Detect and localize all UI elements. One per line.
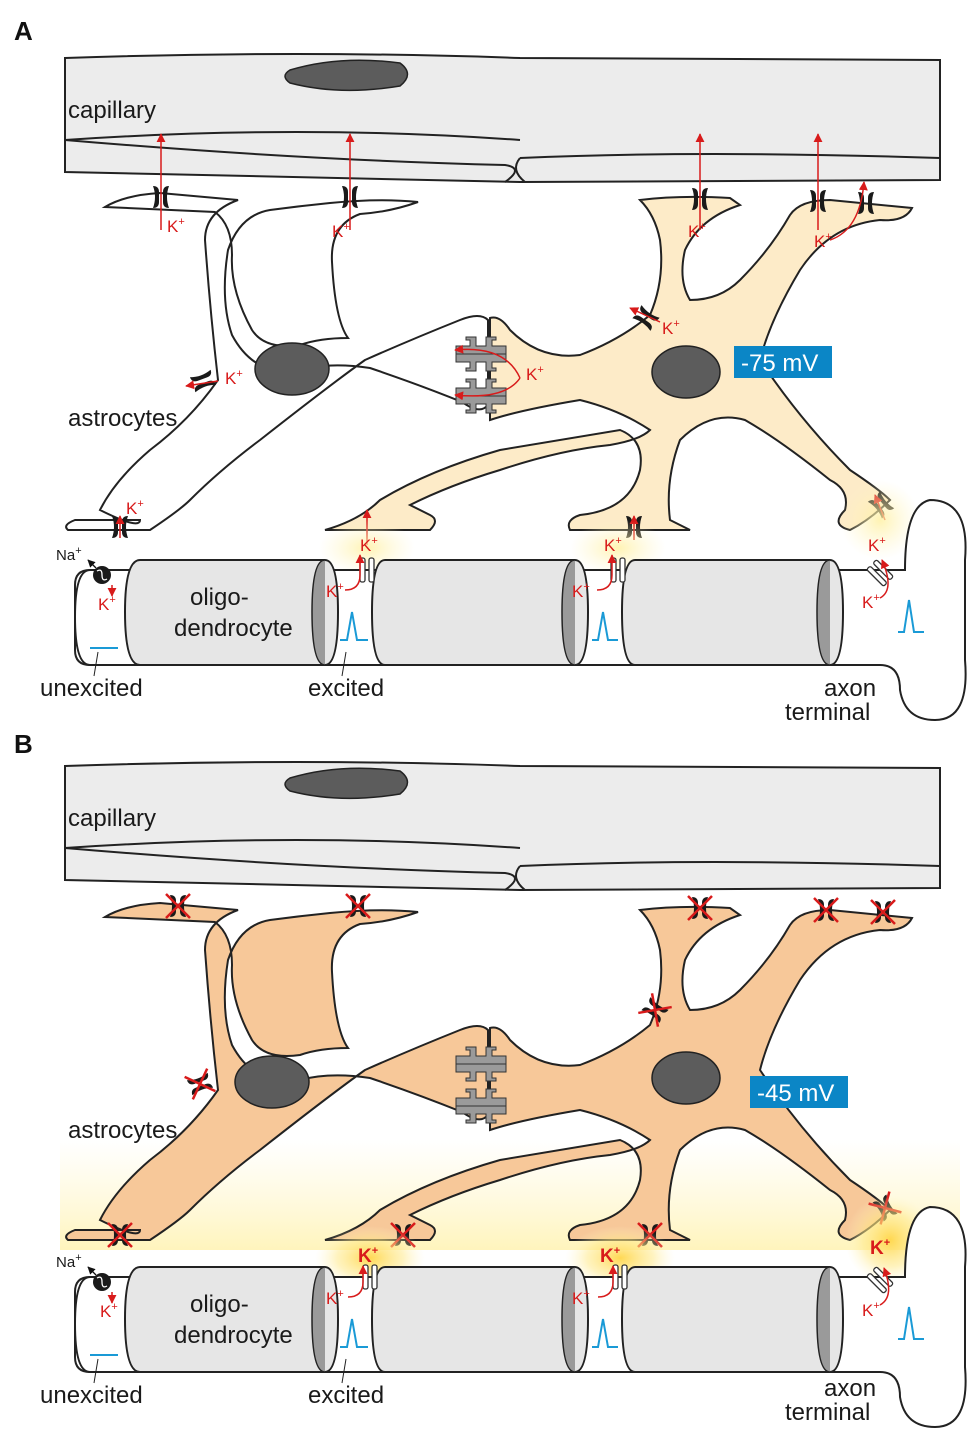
capillary-label-b: capillary: [68, 805, 156, 832]
k-label-2-a: K+: [332, 221, 350, 241]
axon-b: [73, 1205, 967, 1429]
capillary-label-a: capillary: [68, 97, 156, 124]
unexcited-label-a: unexcited: [40, 675, 143, 702]
na-label-b: Na+: [56, 1252, 82, 1271]
k-label-7-a: K+: [526, 364, 544, 384]
k-label-8-a: K+: [126, 498, 144, 518]
oligodendrocyte-label-2-a: dendrocyte: [174, 615, 293, 642]
oligodendrocyte-label-1-a: oligo-: [190, 584, 249, 611]
axon-a: [73, 498, 967, 722]
na-label-a: Na+: [56, 545, 82, 564]
k-label-15-a: K+: [862, 592, 880, 612]
astrocytes-label-a: astrocytes: [68, 405, 177, 432]
k-label-7-b: K+: [862, 1300, 880, 1320]
k-label-6-b: K+: [572, 1288, 590, 1308]
panel-a: A capillary -75 mV astrocytes: [14, 16, 967, 726]
voltage-label-b: -45 mV: [757, 1080, 834, 1107]
astrocyte-nucleus-left-a: [254, 342, 330, 396]
voltage-label-a: -75 mV: [741, 350, 818, 377]
k-label-4-a: K+: [814, 231, 832, 251]
unexcited-label-b: unexcited: [40, 1382, 143, 1409]
astrocyte-nucleus-right-b: [651, 1051, 721, 1105]
panel-b-label: B: [14, 729, 33, 759]
astrocyte-nucleus-right-a: [651, 345, 721, 399]
k-label-3-b: K+: [600, 1245, 620, 1267]
terminal-label-a: terminal: [785, 699, 870, 726]
k-label-1-b: K+: [100, 1301, 118, 1321]
panel-b: B capillary -45 mV astrocytes: [14, 729, 967, 1429]
k-channel-blocked-6-b: [185, 1069, 216, 1100]
k-label-14-a: K+: [572, 581, 590, 601]
capillary-a: [64, 53, 941, 184]
k-label-1-a: K+: [167, 216, 185, 236]
terminal-label-b: terminal: [785, 1399, 870, 1426]
k-label-12-a: K+: [868, 535, 886, 555]
oligodendrocyte-label-1-b: oligo-: [190, 1291, 249, 1318]
astrocytes-label-b: astrocytes: [68, 1117, 177, 1144]
axon-label-a: axon: [824, 675, 876, 702]
panel-a-label: A: [14, 16, 33, 46]
axon-label-b: axon: [824, 1375, 876, 1402]
k-label-13-a: K+: [326, 581, 344, 601]
astrocyte-nucleus-left-b: [234, 1055, 310, 1109]
k-glow-3-a: [840, 480, 920, 560]
excited-label-a: excited: [308, 675, 384, 702]
excited-label-b: excited: [308, 1382, 384, 1409]
k-label-4-b: K+: [870, 1237, 890, 1259]
k-label-3-a: K+: [688, 221, 706, 241]
k-label-11-a: K+: [604, 535, 622, 555]
oligodendrocyte-label-2-b: dendrocyte: [174, 1322, 293, 1349]
k-label-5-a: K+: [225, 368, 243, 388]
k-label-10-a: K+: [360, 535, 378, 555]
voltage-box-b: [750, 1076, 848, 1108]
k-label-6-a: K+: [662, 318, 680, 338]
astrocyte-right-b: [324, 905, 914, 1242]
capillary-b: [64, 761, 941, 892]
k-label-5-b: K+: [326, 1288, 344, 1308]
k-label-9-a: K+: [98, 594, 116, 614]
voltage-box-a: [734, 346, 832, 378]
k-label-2-b: K+: [358, 1245, 378, 1267]
endothelial-nucleus-a: [284, 59, 409, 92]
